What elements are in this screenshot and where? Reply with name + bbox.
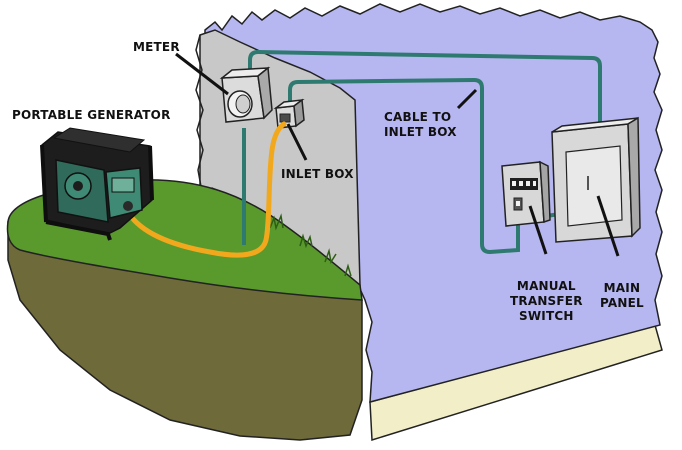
leader-meter [175, 52, 229, 96]
leader-main-panel [596, 195, 620, 257]
label-cable-line2: INLET BOX [384, 125, 457, 139]
label-portable-generator: PORTABLE GENERATOR [12, 108, 171, 122]
label-meter: METER [133, 40, 180, 54]
label-manual-transfer-switch: MANUAL TRANSFER SWITCH [510, 279, 583, 324]
label-mts-line3: SWITCH [519, 309, 574, 323]
label-cable-line1: CABLE TO [384, 110, 452, 124]
leader-cable [456, 88, 478, 110]
portable-generator [40, 127, 154, 241]
inlet-box [273, 98, 305, 129]
label-cable-to-inlet-box: CABLE TO INLET BOX [384, 110, 457, 140]
leader-transfer-switch [528, 205, 548, 255]
grass-tufts [269, 213, 352, 277]
main-panel [551, 116, 641, 243]
label-inlet-box: INLET BOX [281, 167, 354, 181]
label-main-line1: MAIN [603, 281, 641, 295]
exterior-wall-edge [195, 34, 204, 193]
service-conduit [248, 49, 602, 126]
meter [219, 66, 273, 123]
cable-to-inlet-box [288, 77, 520, 255]
leader-inlet-box [286, 123, 308, 161]
label-main-line2: PANEL [600, 296, 644, 310]
label-main-panel: MAIN PANEL [600, 281, 644, 311]
label-mts-line1: MANUAL [516, 279, 576, 293]
generator-cord [125, 121, 287, 258]
label-mts-line2: TRANSFER [510, 294, 583, 308]
manual-transfer-switch [501, 160, 551, 227]
